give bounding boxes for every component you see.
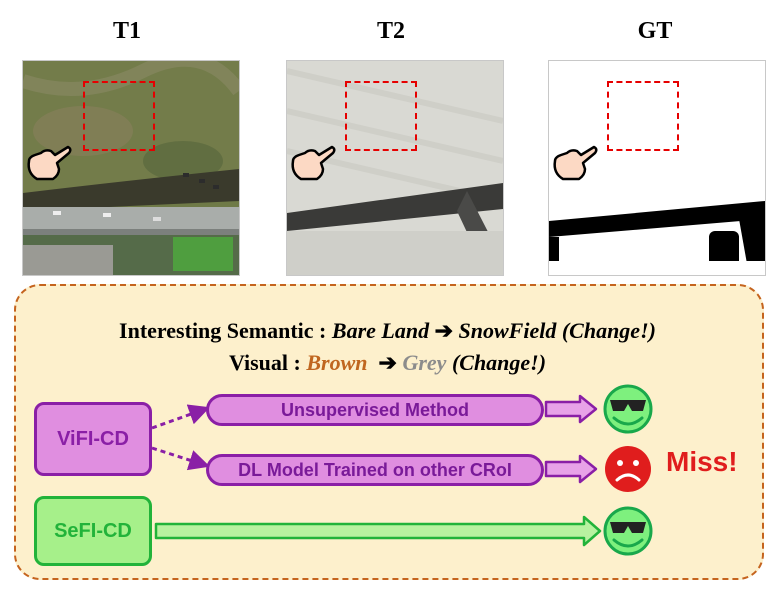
- t2-scene: [287, 61, 503, 275]
- dashed-arrow-lower: [151, 446, 210, 471]
- roi-box-t1: [83, 81, 155, 151]
- miss-label: Miss!: [666, 446, 738, 477]
- visual-line: Visual : Brown ➔ Grey (Change!): [0, 350, 775, 376]
- visual-to: Grey: [402, 350, 447, 375]
- semantic-from: Bare Land: [331, 318, 430, 343]
- block-arrow-lower: [544, 454, 598, 484]
- visual-suffix: (Change!): [451, 350, 547, 375]
- visual-from: Brown: [306, 350, 368, 375]
- arrow-icon: ➔: [434, 318, 454, 343]
- pointing-hand-icon: [291, 145, 336, 181]
- block-arrow-upper: [544, 394, 598, 424]
- title-t2: T2: [376, 18, 405, 44]
- unsupervised-method-pill: Unsupervised Method: [206, 394, 544, 426]
- dashed-arrow-upper: [151, 404, 210, 430]
- smiley-sunglasses-icon: [603, 506, 653, 556]
- sad-face-icon: [605, 446, 651, 492]
- pointing-hand-icon: [553, 145, 598, 181]
- image-gt: [548, 60, 766, 276]
- semantic-suffix: (Change!): [561, 318, 656, 343]
- image-t2: [286, 60, 504, 276]
- title-t1: T1: [112, 18, 141, 44]
- semantic-to: SnowField: [458, 318, 557, 343]
- semantic-line: Interesting Semantic : Bare Land ➔ SnowF…: [0, 318, 775, 344]
- sefi-cd-box: SeFI-CD: [34, 496, 152, 566]
- roi-box-t2: [345, 81, 417, 151]
- title-gt: GT: [637, 18, 673, 44]
- smiley-sunglasses-icon: [603, 384, 653, 434]
- roi-box-gt: [607, 81, 679, 151]
- image-t1: [22, 60, 240, 276]
- dl-model-pill: DL Model Trained on other CRoI: [206, 454, 544, 486]
- vifi-cd-box: ViFI-CD: [34, 402, 152, 476]
- gt-mask: [549, 201, 765, 275]
- pointing-hand-icon: [27, 145, 72, 181]
- visual-prefix: Visual :: [228, 350, 307, 375]
- arrow-icon: ➔: [378, 350, 397, 375]
- block-arrow-sefi: [154, 515, 602, 547]
- semantic-prefix: Interesting Semantic :: [119, 318, 332, 343]
